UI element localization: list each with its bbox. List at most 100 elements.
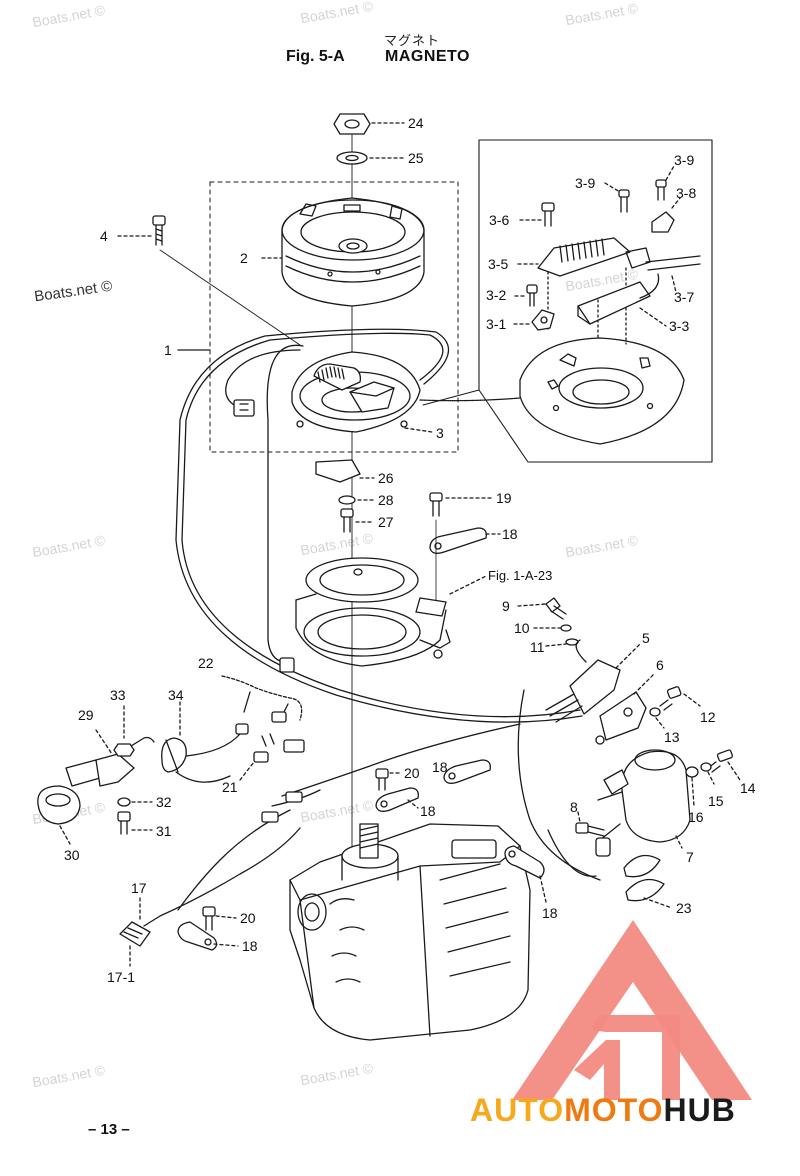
part-label: 15 [708,793,724,809]
screw-4 [152,215,166,246]
nut-33 [113,743,135,757]
screw-8 [575,822,605,837]
part-label: 3 [436,425,444,441]
part-label: 4 [100,228,108,244]
nut-24 [333,113,371,135]
part-label: 3-1 [486,316,506,332]
exciter-coil-3-1 [531,309,555,331]
part-label: 6 [656,657,664,673]
part-label: 8 [570,799,578,815]
part-label: 19 [496,490,512,506]
washer-10 [560,624,572,632]
assembly-dashed-box [209,181,459,453]
part-label: 32 [156,794,172,810]
connector-21 [253,733,305,763]
screw-12 [659,686,682,711]
charge-coil-3-5 [537,237,651,345]
part-labels: 24 25 4 2 1 3 3-9 3-9 3-8 3-6 3-5 3-2 3-… [64,115,756,985]
clamp-18-top [429,527,487,554]
washer-32 [117,797,131,807]
part-label: 3-5 [488,256,508,272]
washer-13 [649,707,661,717]
lead-wire-3-7 [639,255,701,299]
part-label: 30 [64,847,80,863]
japanese-title: マグネト [384,34,441,49]
thermo-switch-17 [119,827,301,947]
part-label: 18 [502,526,518,542]
part-label: 11 [530,639,545,655]
cdi-unit-5 [545,639,621,723]
part-label: 3-9 [674,152,694,168]
screw-3-9-right [655,179,667,201]
part-label: 16 [688,809,704,825]
flywheel-2 [281,197,425,307]
part-label: 31 [156,823,172,839]
screw-9 [545,597,567,620]
automotohub-wordmark: AUTOMOTOHUB [470,1092,792,1132]
clamp-18-a [443,759,491,784]
switch-assembly-29 [65,736,155,787]
part-label: 3-7 [674,289,694,305]
part-label: 10 [514,620,530,636]
part-label: 3-3 [669,318,689,334]
crankcase-flange [295,557,451,667]
ignition-coil-7 [595,749,691,857]
clip-26 [315,459,361,483]
wire-harness-22 [221,657,303,723]
grommet-34 [161,701,249,783]
washer-16 [685,766,699,778]
part-label: 27 [378,514,394,530]
part-label: 5 [642,630,650,646]
screw-31 [117,811,131,835]
clamp-18-c [504,845,545,879]
part-label: 23 [676,900,692,916]
figure-title: MAGNETO [385,48,470,65]
part-label: 18 [432,759,448,775]
part-label: 17-1 [107,969,135,985]
part-label: 3-6 [489,212,509,228]
part-label: 34 [168,687,184,703]
page-number: – 13 – [88,1121,130,1138]
part-label: 14 [740,780,756,796]
part-label: 3-2 [486,287,506,303]
washer-15 [700,762,712,772]
screw-3-6 [541,202,555,227]
part-label: 18 [242,938,258,954]
washer-28 [338,495,356,505]
part-label: 12 [700,709,716,725]
clamp-18-d [177,921,218,951]
figure-number: Fig. 5-A [286,48,345,65]
part-label: 22 [198,655,214,671]
washer-25 [336,151,368,165]
part-label: 9 [502,598,510,614]
part-label: 3-8 [676,185,696,201]
part-label: 1 [164,342,172,358]
part-label: 7 [686,849,694,865]
cylinder-block [289,823,531,1041]
automotohub-logo-icon [512,920,752,1100]
brand-part-hub: HUB [663,1092,736,1128]
bracket-6 [595,691,647,745]
part-label: 21 [222,779,238,795]
screw-27 [340,508,354,533]
screw-14 [707,749,733,773]
screw-19 [429,492,443,517]
screw-20-upper [375,768,389,791]
part-label: 13 [664,729,680,745]
part-label: 2 [240,250,248,266]
brand-part-auto: AUTO [470,1092,565,1128]
clip-23 [623,854,665,902]
figure-reference-label: Fig. 1-A-23 [488,568,552,583]
screw-3-9-left [618,189,630,213]
part-label: 3-9 [575,175,595,191]
part-label: 20 [240,910,256,926]
screw-20-lower [202,906,216,931]
clamp-18-b [375,787,419,812]
part-label: 26 [378,470,394,486]
part-label: 28 [378,492,394,508]
cap-30 [37,785,81,825]
part-label: 20 [404,765,420,781]
part-label: 29 [78,707,94,723]
